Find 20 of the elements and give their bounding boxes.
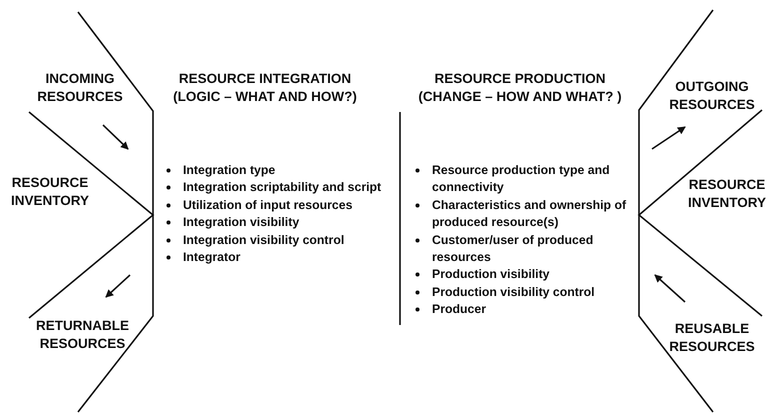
region-label: REUSABLE RESOURCES [668,320,756,356]
list-item-text: Characteristics and ownership of produced resource(s) [432,198,626,230]
list-item-text: Production visibility [432,267,550,282]
region-label: RETURNABLE RESOURCES [35,317,130,353]
section-heading: RESOURCE PRODUCTION (CHANGE – HOW AND WHAT? ) [417,70,623,106]
list-item-text: Integration scriptability and script [183,180,382,194]
list-item-text: Integration visibility [183,215,300,230]
list-item-text: Integration type [183,163,276,177]
list-item-text: Customer/user of produced resources [432,232,594,264]
section-heading: RESOURCE INTEGRATION (LOGIC – WHAT AND HOW?) [172,70,358,106]
region-label: INCOMING RESOURCES [36,70,124,106]
region-label: RESOURCE INVENTORY [686,176,767,212]
region-label: OUTGOING RESOURCES [668,78,756,114]
list-item-text: Production visibility control [432,284,595,299]
list-item-text: Resource production type and connectivity [432,163,610,194]
region-label: RESOURCE INVENTORY [10,174,90,210]
list-item-text: Integrator [183,250,240,264]
list-item-text: Integration visibility control [183,232,344,247]
list-item-text: Producer [432,302,486,316]
list-item-text: Utilization of input resources [183,198,352,212]
